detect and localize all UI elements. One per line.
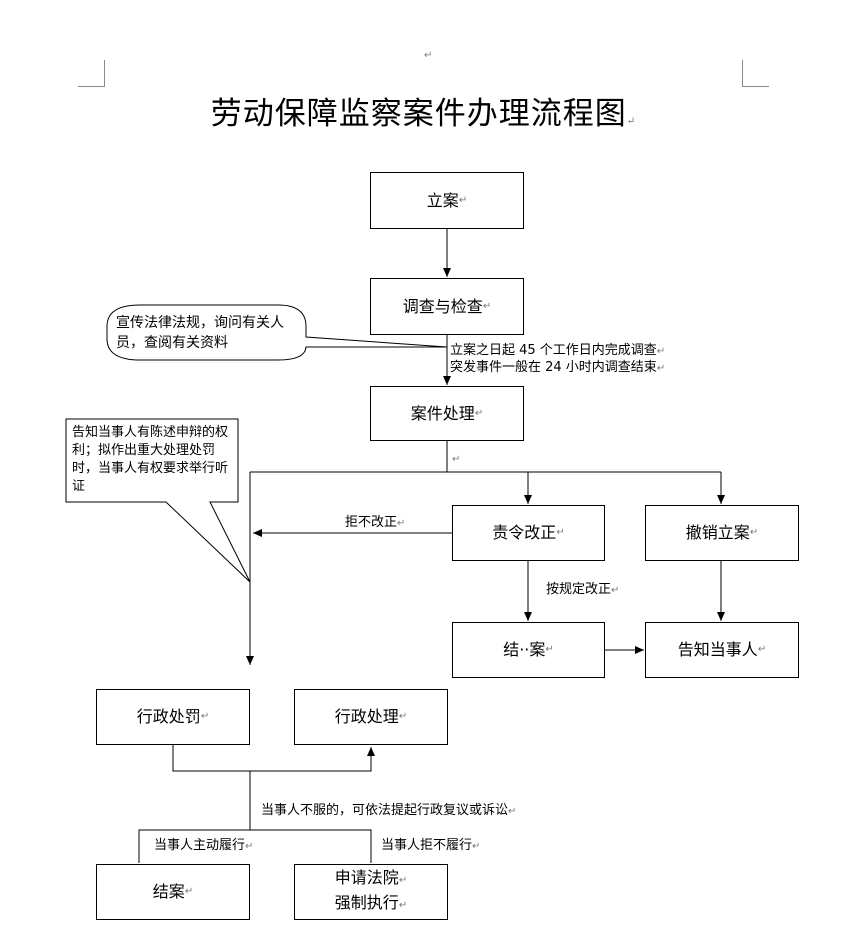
label-time-line1: 立案之日起 45 个工作日内完成调查	[450, 343, 657, 358]
page-corner-top-left	[78, 60, 105, 87]
node-gaozhi: 告知当事人↵	[645, 622, 799, 678]
paragraph-mark: ↵	[474, 407, 484, 419]
node-jiean-bottom: 结案↵	[96, 864, 250, 920]
paragraph-mark: ↵	[200, 711, 210, 722]
node-chexiao: 撤销立案↵	[645, 505, 799, 561]
connector-penalty-bracket	[172, 745, 375, 772]
paragraph-mark: ↵	[545, 644, 554, 655]
paragraph-mark: ↵	[472, 841, 481, 852]
node-jiean-mid: 结··案↵	[452, 622, 605, 678]
paragraph-mark: ↵	[458, 194, 468, 206]
node-xingzheng-chuli: 行政处理↵	[294, 689, 448, 745]
paragraph-mark: ↵	[626, 116, 637, 127]
node-xingzheng-chufa: 行政处罚↵	[96, 689, 250, 745]
label-zhudong-lvxing: 当事人主动履行↵	[154, 838, 254, 853]
paragraph-mark: ↵	[556, 527, 565, 538]
label-anguiding-gaizheng: 按规定改正↵	[546, 582, 620, 597]
paragraph-mark: ↵	[398, 711, 408, 722]
page-title: 劳动保障监察案件办理流程图↵	[0, 88, 847, 133]
paragraph-mark: ↵	[397, 518, 406, 529]
paragraph-mark: ↵	[452, 454, 461, 465]
paragraph-mark: ↵	[656, 346, 666, 357]
paragraph-mark: ↵	[656, 363, 666, 374]
label-bufu: 当事人不服的，可依法提起行政复议或诉讼↵	[261, 803, 517, 818]
paragraph-mark: ↵	[611, 585, 620, 596]
paragraph-mark: ↵	[508, 806, 517, 817]
node-shenqing-line2: 强制执行	[334, 893, 399, 912]
paragraph-mark: ↵	[424, 50, 433, 61]
callout-investigation-text: 宣传法律法规，询问有关人员，查阅有关资料	[116, 315, 284, 351]
paragraph-mark: ↵	[482, 300, 492, 312]
node-zeling: 责令改正↵	[452, 505, 605, 561]
label-time-line2: 突发事件一般在 24 小时内调查结束	[450, 360, 657, 375]
callout-bubble-investigation	[106, 304, 448, 361]
connector-final-branch	[138, 829, 372, 863]
paragraph-mark: ↵	[398, 900, 408, 911]
node-shenqing-line1: 申请法院	[334, 868, 399, 887]
label-jubu-gaizheng: 拒不改正↵	[345, 515, 406, 530]
paragraph-mark: ↵	[757, 644, 767, 655]
label-time-limit: 立案之日起 45 个工作日内完成调查↵ 突发事件一般在 24 小时内调查结束↵	[450, 343, 665, 377]
callout-hearing-text: 告知当事人有陈述申辩的权利；拟作出重大处理处罚时，当事人有权要求举行听证	[72, 425, 229, 494]
node-shenqing: 申请法院↵ 强制执行↵	[294, 864, 448, 920]
label-jubu-lvxing: 当事人拒不履行↵	[381, 838, 481, 853]
page-corner-top-right	[742, 60, 769, 87]
node-chuli: 案件处理↵	[370, 386, 524, 441]
node-lian: 立案↵	[370, 172, 524, 229]
paragraph-mark: ↵	[245, 841, 254, 852]
paragraph-mark: ↵	[398, 875, 408, 886]
page-title-text: 劳动保障监察案件办理流程图	[210, 96, 627, 132]
callout-box-hearing	[65, 418, 251, 583]
node-diaocha: 调查与检查↵	[370, 278, 524, 335]
paragraph-mark: ↵	[184, 886, 194, 897]
paragraph-mark: ↵	[749, 527, 759, 538]
